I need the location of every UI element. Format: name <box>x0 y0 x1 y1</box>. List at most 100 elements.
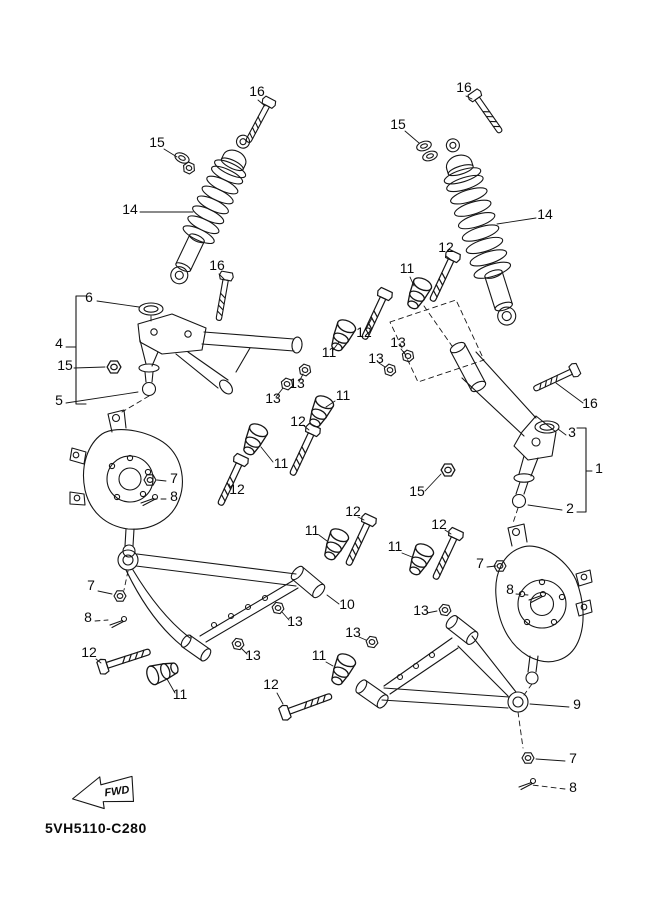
callout-label: 11 <box>322 344 337 360</box>
callout-label: 7 <box>170 470 178 486</box>
shock-mount-washers-left <box>172 150 198 176</box>
callout-label: 16 <box>209 257 225 273</box>
label-brackets <box>75 295 587 513</box>
callout-label: 13 <box>289 375 305 391</box>
callout-label: 8 <box>170 488 178 504</box>
lower-left-control-arm <box>117 549 326 662</box>
callout-label: 2 <box>566 500 574 516</box>
callout-label: 12 <box>290 413 306 429</box>
callout-label: 12 <box>345 503 361 519</box>
bushing-11-g <box>326 650 359 689</box>
nut-13-b <box>382 362 398 378</box>
callout-label: 14 <box>122 201 138 217</box>
callout-label: 12 <box>263 676 279 692</box>
callout-label: 15 <box>57 357 73 373</box>
callout-label: 13 <box>413 602 429 618</box>
shock-absorber-right <box>443 138 517 326</box>
right-steering-knuckle <box>495 523 593 685</box>
callout-label: 8 <box>569 779 577 795</box>
bolt-16-top-right <box>466 87 507 137</box>
cotter-pin-8-lower-right <box>518 777 537 791</box>
callout-label: 8 <box>506 581 514 597</box>
callout-label: 9 <box>573 696 581 712</box>
callout-label: 13 <box>368 350 384 366</box>
callout-label: 4 <box>55 335 63 351</box>
callout-label: 11 <box>400 260 415 276</box>
fwd-label: FWD <box>104 784 131 799</box>
nut-13-g <box>230 637 246 651</box>
callout-label: 6 <box>85 289 93 305</box>
callout-label: 15 <box>390 116 406 132</box>
callouts: 16 16 15 15 14 14 12 11 16 6 4 12 11 13 … <box>55 79 603 795</box>
seal-ring-6 <box>138 302 164 316</box>
callout-label: 13 <box>265 390 281 406</box>
callout-label: 5 <box>55 392 63 408</box>
callout-label: 12 <box>81 644 97 660</box>
callout-label: 16 <box>582 395 598 411</box>
callout-label: 7 <box>569 750 577 766</box>
callout-label: 16 <box>249 83 265 99</box>
callout-label: 11 <box>305 522 320 538</box>
callout-label: 1 <box>595 460 603 476</box>
bracket-4-5-6 <box>75 295 87 405</box>
callout-label: 14 <box>537 206 553 222</box>
callout-label: 13 <box>390 334 406 350</box>
left-steering-knuckle <box>69 409 183 558</box>
callout-label: 11 <box>173 686 188 702</box>
nut-13-f <box>437 603 453 617</box>
callout-label: 11 <box>336 387 351 403</box>
bolts <box>95 87 582 723</box>
bushing-11-e <box>319 525 352 564</box>
nut-13-h <box>364 635 380 649</box>
callout-label: 15 <box>409 483 425 499</box>
callout-label: 10 <box>339 596 355 612</box>
callout-label: 12 <box>431 516 447 532</box>
upper-left-control-arm <box>137 313 303 397</box>
ball-joint-5 <box>141 381 157 397</box>
bracket-1-2-3 <box>576 427 587 513</box>
bolt-12-g <box>95 643 153 676</box>
callout-label: 8 <box>84 609 92 625</box>
callout-label: 15 <box>149 134 165 150</box>
callout-label: 11 <box>274 455 289 471</box>
callout-label: 13 <box>345 624 361 640</box>
fwd-arrow: FWD <box>72 775 135 810</box>
cotter-pin-8-lower-left <box>109 615 128 629</box>
bolt-12-a <box>424 248 463 305</box>
callout-label: 16 <box>456 79 472 95</box>
bushing-11-f <box>404 540 437 579</box>
callout-label: 7 <box>87 577 95 593</box>
callout-label: 7 <box>476 555 484 571</box>
seal-ring-3 <box>534 420 560 434</box>
leader-lines <box>65 95 593 790</box>
bolt-12-c <box>284 422 323 479</box>
callout-label: 3 <box>568 424 576 440</box>
nut-7-left-knuckle <box>143 474 157 486</box>
upper-right-control-arm <box>449 341 557 509</box>
callout-label: 11 <box>312 647 327 663</box>
callout-label: 12 <box>438 239 454 255</box>
callout-label: 13 <box>245 647 261 663</box>
ball-joint-2 <box>511 493 527 509</box>
callout-label: 11 <box>388 538 403 554</box>
fwd-arrow-shape <box>72 775 135 810</box>
lower-right-control-arm <box>355 615 529 713</box>
bushing-11-c <box>304 392 337 431</box>
callout-label: 13 <box>287 613 303 629</box>
nut-15-upper-arm-left <box>106 360 122 374</box>
bolt-16-upper-arm-left <box>211 270 235 323</box>
bushing-11-a <box>402 274 435 313</box>
callout-label: 12 <box>229 481 245 497</box>
shock-absorber-left <box>170 134 251 285</box>
bolt-16-upper-arm-right <box>530 361 582 397</box>
nut-7-lower-left <box>113 590 127 602</box>
bolt-16-top-left <box>241 94 278 146</box>
nut-15-upper-arm-right <box>440 463 456 477</box>
assembly-dashed-lines <box>121 299 533 749</box>
callout-label: 12 <box>356 324 372 340</box>
bolt-12-h <box>277 687 335 723</box>
nut-7-lower-right <box>521 752 535 764</box>
bushing-11-h <box>143 657 182 687</box>
